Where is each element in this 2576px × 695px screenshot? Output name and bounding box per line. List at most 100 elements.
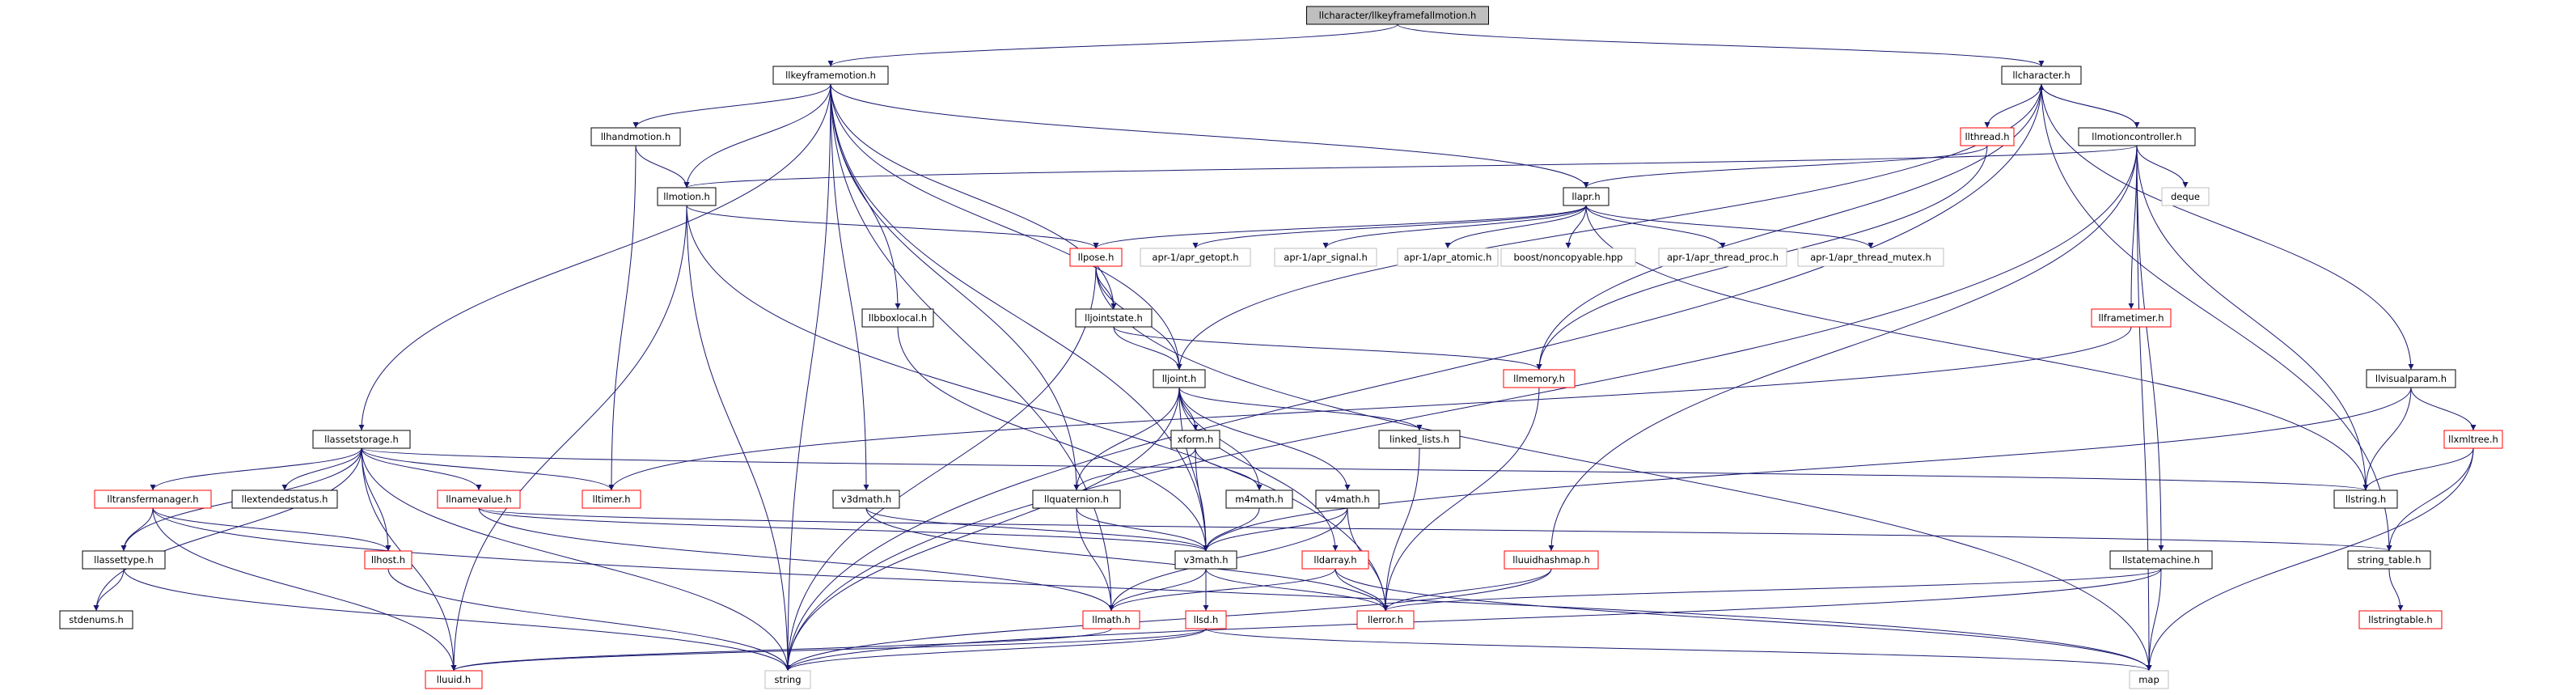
node-string[interactable]: string (764, 670, 811, 689)
node-box (2347, 550, 2431, 570)
edge-llmotioncontroller-to-string (785, 145, 2138, 672)
edge-llquaternion-to-v3math (1076, 507, 1209, 552)
node-llquaternion[interactable]: llquaternion.h (1032, 489, 1121, 509)
edge-llassetstorage-to-lltransfermanager (150, 447, 362, 491)
node-llmotion[interactable]: llmotion.h (657, 187, 717, 206)
node-lldarray[interactable]: lldarray.h (1301, 550, 1369, 570)
node-box (1504, 550, 1599, 570)
node-llxmltree[interactable]: llxmltree.h (2443, 430, 2503, 449)
node-apr_signal[interactable]: apr-1/apr_signal.h (1274, 248, 1377, 267)
edge-v3math-to-llerror (1205, 568, 1389, 612)
edge-llstatemachine-to-string (785, 568, 2162, 672)
node-stdenums[interactable]: stdenums.h (59, 610, 133, 629)
edge-lljoint-to-v4math (1178, 387, 1351, 491)
edge-llassetstorage-to-llextendedstatus (281, 447, 362, 491)
node-map[interactable]: map (2129, 670, 2169, 689)
node-llmath[interactable]: llmath.h (1082, 610, 1140, 629)
node-llerror[interactable]: llerror.h (1356, 610, 1415, 629)
edge-string_table-to-llstringtable (2388, 568, 2404, 612)
node-box (425, 670, 483, 689)
edge-lluuidhashmap-to-llerror (1382, 568, 1552, 612)
edge-llapr-to-apr_thread_proc (1585, 205, 1726, 249)
edge-lldarray-to-llerror (1335, 568, 1389, 612)
node-llstring[interactable]: llstring.h (2333, 489, 2398, 509)
node-apr_thread_proc[interactable]: apr-1/apr_thread_proc.h (1658, 248, 1787, 267)
node-llmotioncontroller[interactable]: llmotioncontroller.h (2078, 127, 2196, 146)
node-llsd[interactable]: llsd.h (1185, 610, 1227, 629)
node-apr_atomic[interactable]: apr-1/apr_atomic.h (1397, 248, 1499, 267)
node-xform[interactable]: xform.h (1170, 430, 1220, 449)
node-label: deque (2171, 191, 2200, 202)
node-box (364, 550, 412, 570)
node-llframetimer[interactable]: llframetimer.h (2091, 308, 2172, 328)
node-box (2161, 187, 2210, 206)
edge-llframetimer-to-lltimer (608, 326, 2132, 491)
node-linked_lists[interactable]: linked_lists.h (1378, 430, 1461, 449)
node-lluuid[interactable]: lluuid.h (425, 670, 483, 689)
node-v3dmath[interactable]: v3dmath.h (832, 489, 900, 509)
node-llcharacter[interactable]: llcharacter.h (2001, 66, 2082, 85)
node-box (2358, 610, 2443, 629)
edge-llvisualparam-to-llxmltree (2410, 387, 2477, 431)
node-apr_getopt[interactable]: apr-1/apr_getopt.h (1140, 248, 1251, 267)
edge-llxmltree-to-string_table (2386, 447, 2474, 552)
node-lljoint[interactable]: lljoint.h (1153, 369, 1206, 388)
edge-xform-to-v3math (1195, 447, 1209, 552)
node-llhandmotion[interactable]: llhandmotion.h (590, 127, 681, 146)
node-llstringtable[interactable]: llstringtable.h (2358, 610, 2443, 629)
node-deque[interactable]: deque (2161, 187, 2210, 206)
node-box (1170, 430, 1220, 449)
edge-m4math-to-v3math (1203, 507, 1260, 552)
node-noncopyable[interactable]: boost/noncopyable.hpp (1500, 248, 1636, 267)
node-llkeyframemotion[interactable]: llkeyframemotion.h (772, 66, 889, 85)
edge-llapr-to-apr_atomic (1445, 205, 1587, 249)
node-label: apr-1/apr_signal.h (1284, 252, 1367, 263)
node-box (2109, 550, 2213, 570)
node-lluuidhashmap[interactable]: lluuidhashmap.h (1504, 550, 1599, 570)
node-box (2129, 670, 2169, 689)
edge-llassetstorage-to-llstring (361, 447, 2368, 491)
node-label: xform.h (1178, 434, 1214, 445)
node-llextendedstatus[interactable]: llextendedstatus.h (231, 489, 338, 509)
node-lljointstate[interactable]: lljointstate.h (1075, 308, 1153, 328)
node-label: llmath.h (1092, 614, 1130, 625)
node-root[interactable]: llcharacter/llkeyframefallmotion.h (1306, 6, 1489, 25)
node-m4math[interactable]: m4math.h (1225, 489, 1293, 509)
edge-llkeyframemotion-to-string (785, 83, 831, 672)
node-llnamevalue[interactable]: llnamevalue.h (437, 489, 521, 509)
edge-llsd-to-string (785, 628, 1207, 672)
node-label: llmotion.h (663, 191, 710, 202)
node-llapr[interactable]: llapr.h (1563, 187, 1609, 206)
node-llbboxlocal[interactable]: llbboxlocal.h (861, 308, 934, 328)
node-label: llthread.h (1965, 131, 2009, 142)
node-llstatemachine[interactable]: llstatemachine.h (2109, 550, 2213, 570)
node-v4math[interactable]: v4math.h (1315, 489, 1380, 509)
node-llthread[interactable]: llthread.h (1960, 127, 2015, 146)
node-label: llassettype.h (94, 554, 154, 566)
node-llvisualparam[interactable]: llvisualparam.h (2366, 369, 2456, 388)
edge-lluuidhashmap-to-string (785, 568, 1552, 672)
node-label: llerror.h (1368, 614, 1403, 625)
edges-layer (93, 23, 2477, 672)
node-label: linked_lists.h (1390, 434, 1449, 445)
node-lltransfermanager[interactable]: lltransfermanager.h (94, 489, 212, 509)
edge-llkeyframemotion-to-llhandmotion (632, 83, 831, 129)
node-v3math[interactable]: v3math.h (1174, 550, 1237, 570)
node-string_table[interactable]: string_table.h (2347, 550, 2431, 570)
edge-llmotioncontroller-to-llcharacter (2038, 83, 2138, 129)
node-box (1378, 430, 1461, 449)
node-label: llcharacter/llkeyframefallmotion.h (1319, 10, 1477, 21)
edge-lltransfermanager-to-map (152, 507, 2152, 672)
edge-root-to-llkeyframemotion (827, 23, 1398, 67)
node-lltimer[interactable]: lltimer.h (582, 489, 641, 509)
node-llhost[interactable]: llhost.h (364, 550, 412, 570)
edge-llapr-to-llpose (1093, 205, 1587, 249)
node-llassettype[interactable]: llassettype.h (82, 550, 166, 570)
node-llpose[interactable]: llpose.h (1069, 248, 1123, 267)
edge-v3dmath-to-llerror (865, 507, 1389, 612)
node-label: v4math.h (1325, 494, 1369, 505)
node-apr_thread_mutex[interactable]: apr-1/apr_thread_mutex.h (1797, 248, 1944, 267)
node-llassetstorage[interactable]: llassetstorage.h (312, 430, 411, 449)
node-llmemory[interactable]: llmemory.h (1503, 369, 1576, 388)
